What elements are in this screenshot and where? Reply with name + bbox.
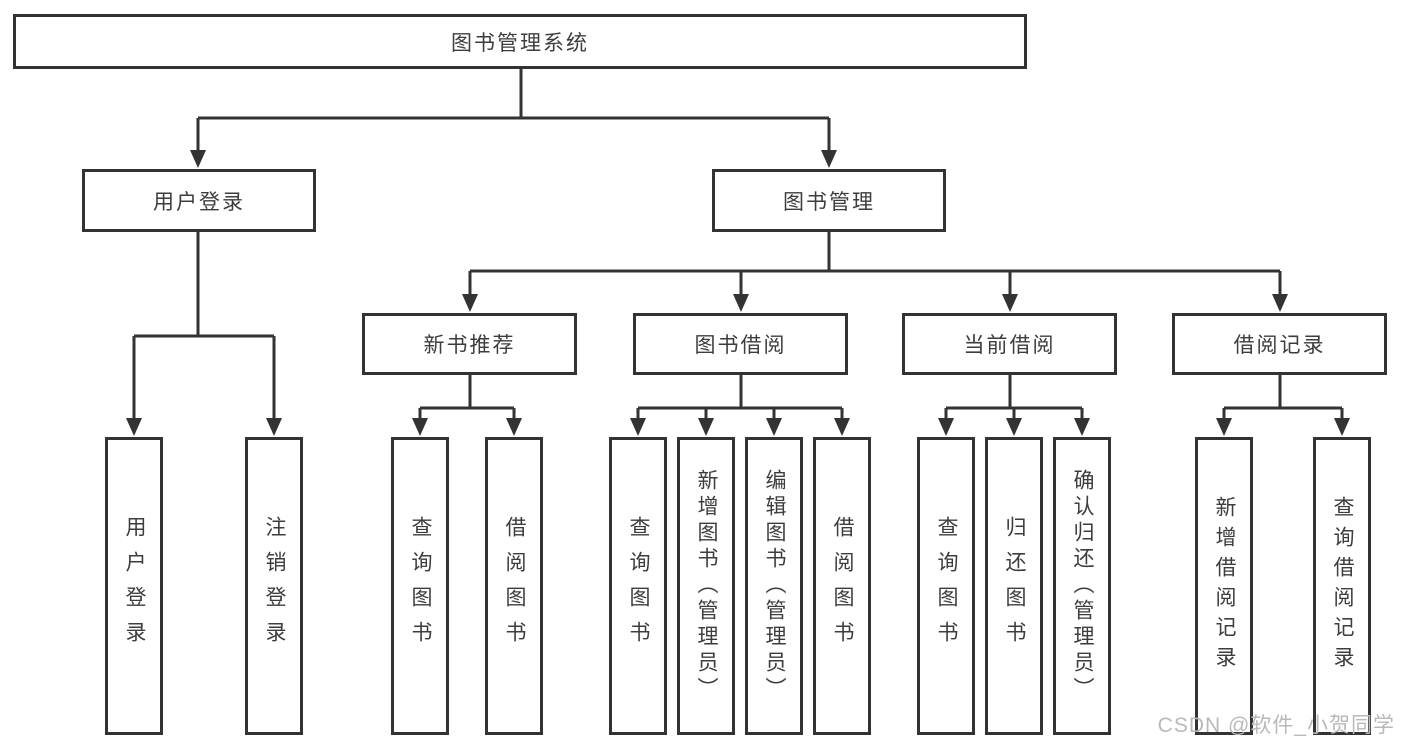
node-book-management: 图书管理	[712, 169, 946, 232]
node-root-system: 图书管理系统	[13, 14, 1027, 69]
node-leaf-logout: 注销登录	[245, 437, 303, 735]
node-leaf-query-borrow-record: 查询借阅记录	[1313, 437, 1371, 735]
node-leaf-query-book-1: 查询图书	[391, 437, 449, 735]
node-leaf-user-login: 用户登录	[105, 437, 163, 735]
node-leaf-borrow-book-2: 借阅图书	[813, 437, 871, 735]
node-leaf-add-book: 新增图书（管理员）	[677, 437, 735, 735]
node-book-borrow: 图书借阅	[633, 313, 848, 375]
node-current-borrow: 当前借阅	[902, 313, 1117, 375]
node-new-book-recommend: 新书推荐	[362, 313, 577, 375]
node-leaf-query-book-2: 查询图书	[609, 437, 667, 735]
node-leaf-confirm-return: 确认归还（管理员）	[1053, 437, 1111, 735]
csdn-watermark: CSDN @软件_小贺同学	[1157, 714, 1395, 737]
node-leaf-query-book-3: 查询图书	[917, 437, 975, 735]
node-leaf-return-book: 归还图书	[985, 437, 1043, 735]
node-user-login: 用户登录	[82, 169, 316, 232]
node-leaf-edit-book: 编辑图书（管理员）	[745, 437, 803, 735]
node-borrow-records: 借阅记录	[1172, 313, 1387, 375]
node-leaf-add-borrow-record: 新增借阅记录	[1195, 437, 1253, 735]
node-leaf-borrow-book-1: 借阅图书	[485, 437, 543, 735]
